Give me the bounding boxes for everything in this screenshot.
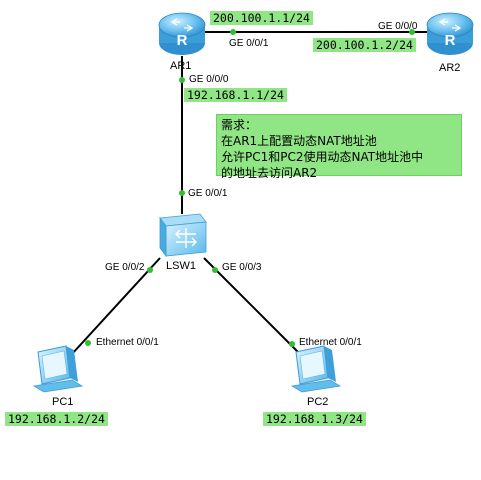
- ar1-router-icon[interactable]: R: [158, 12, 206, 55]
- svg-text:R: R: [445, 32, 456, 49]
- pc1-label: PC1: [52, 396, 74, 408]
- pc1-computer-icon[interactable]: [32, 345, 84, 393]
- note-line-3: 允许PC1和PC2使用动态NAT地址池中: [221, 150, 424, 164]
- link-lsw1-pc1: [71, 257, 161, 355]
- lsw1-label: LSW1: [166, 260, 196, 272]
- port-dot-lsw1-ge001: [179, 190, 185, 196]
- pc2-ip-label: 192.168.1.3/24: [263, 412, 366, 426]
- pc2-computer-icon[interactable]: [290, 345, 342, 393]
- link-lsw1-pc2: [203, 257, 301, 355]
- note-line-1: 需求：: [221, 118, 258, 132]
- pc2-label: PC2: [307, 396, 329, 408]
- port-dot-lsw1-ge002: [147, 267, 153, 273]
- ar2-wan-ip-label: 200.100.1.2/24: [313, 38, 416, 52]
- ar1-lan-ip-label: 192.168.1.1/24: [184, 88, 287, 102]
- lsw1-switch-icon[interactable]: [159, 213, 207, 258]
- note-line-2: 在AR1上配置动态NAT地址池: [221, 134, 377, 148]
- port-dot-pc2-eth: [289, 341, 295, 347]
- pc2-eth-port-label: Ethernet 0/0/1: [299, 337, 362, 348]
- port-dot-ar1-ge000: [179, 77, 185, 83]
- port-dot-lsw1-ge003: [212, 267, 218, 273]
- ar2-router-icon[interactable]: R: [426, 12, 474, 55]
- ar1-ge001-port-label: GE 0/0/1: [229, 38, 269, 49]
- lsw1-ge001-port-label: GE 0/0/1: [188, 188, 228, 199]
- pc1-eth-port-label: Ethernet 0/0/1: [96, 337, 159, 348]
- note-line-4: 的地址去访问AR2: [221, 166, 318, 180]
- lsw1-ge002-port-label: GE 0/0/2: [105, 262, 145, 273]
- port-dot-ar2-ge000: [409, 29, 415, 35]
- svg-text:R: R: [177, 32, 188, 49]
- requirement-note: 需求： 在AR1上配置动态NAT地址池 允许PC1和PC2使用动态NAT地址池中…: [216, 114, 462, 180]
- lsw1-ge003-port-label: GE 0/0/3: [222, 262, 262, 273]
- pc1-ip-label: 192.168.1.2/24: [5, 412, 108, 426]
- ar1-label: AR1: [170, 60, 192, 72]
- port-dot-pc1-eth: [85, 340, 91, 346]
- ar1-wan-ip-label: 200.100.1.1/24: [210, 11, 313, 25]
- ar2-ge000-port-label: GE 0/0/0: [378, 21, 418, 32]
- port-dot-ar1-ge001: [230, 29, 236, 35]
- ar2-label: AR2: [439, 62, 461, 74]
- ar1-ge000-port-label: GE 0/0/0: [189, 74, 229, 85]
